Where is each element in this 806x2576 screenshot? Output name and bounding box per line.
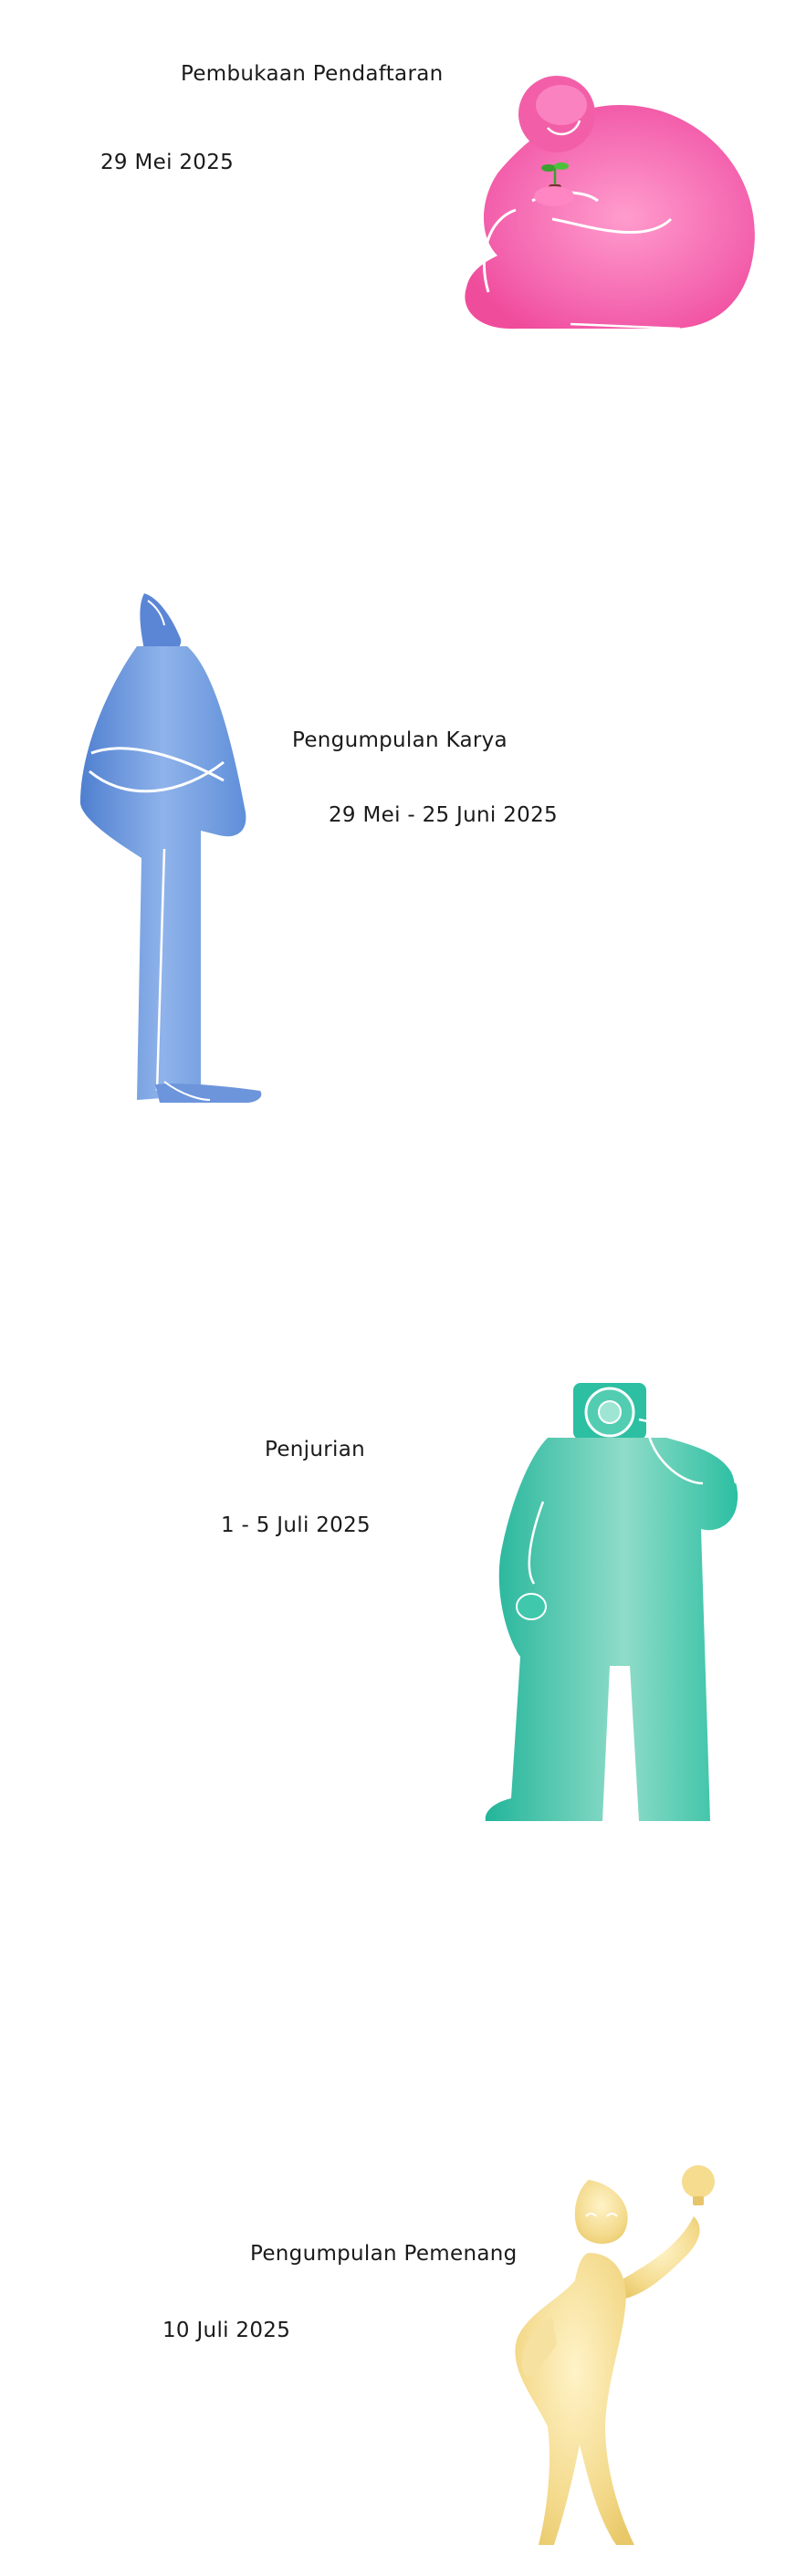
stage-date: 29 Mei 2025 <box>100 151 235 174</box>
lightbulb-figure-illustration <box>515 2165 715 2545</box>
stage-title: Pengumpulan Pemenang <box>250 2242 518 2266</box>
stage-title: Pengumpulan Karya <box>292 728 508 752</box>
standing-figure-illustration <box>80 593 262 1104</box>
stage-date: 1 - 5 Juli 2025 <box>221 1513 371 1537</box>
camera-figure-illustration <box>485 1383 738 1821</box>
stage-title: Penjurian <box>265 1438 365 1461</box>
stage-date: 29 Mei - 25 Juni 2025 <box>329 803 558 827</box>
stage-title: Pembukaan Pendaftaran <box>181 62 444 86</box>
stage-date: 10 Juli 2025 <box>162 2319 291 2342</box>
sitting-figure-illustration <box>465 76 755 330</box>
